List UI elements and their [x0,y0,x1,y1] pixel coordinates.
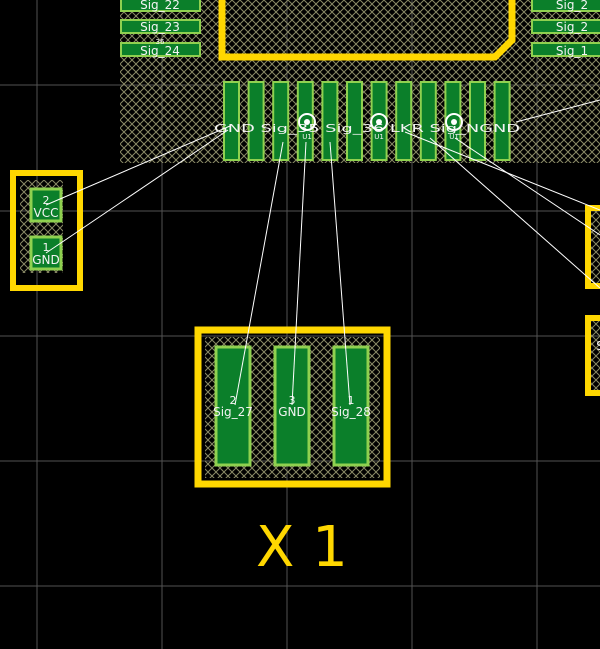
right-component-label: S [596,339,600,353]
ic-pad[interactable] [531,19,600,34]
ratsnest-line [515,99,600,123]
ic-pad-label: Sig_23 [140,20,180,34]
via-label: U1 [449,133,459,141]
ic-bottom-pad[interactable] [419,81,437,161]
connector-x1-refdes: X 1 [256,515,348,580]
ic-bottom-pads [223,81,511,161]
via-1[interactable]: U1 [298,113,316,141]
ratsnest-line [45,125,231,206]
right-component-outline [585,315,600,396]
pin-number: 2 [230,394,237,407]
pin-number: 2 [43,194,50,207]
ic-silkscreen-outline [218,0,516,61]
connector-2pin[interactable]: 2 VCC 1 GND [10,170,83,291]
ic-pad[interactable] [120,19,201,34]
ic-pad[interactable] [120,42,201,57]
ic-pad-label: Sig_1 [556,44,588,58]
via-3[interactable]: U1 [445,113,463,141]
ratsnest-line [234,141,284,406]
ratsnest-lines [45,99,600,406]
pin-label: GND [32,253,60,267]
ic-bottom-pad[interactable] [223,81,240,161]
via-ring [370,113,388,131]
connector-x1-outline [194,326,391,488]
pin-label: GND [278,405,306,419]
ratsnest-line [429,137,600,289]
connector-x1-pad-1[interactable] [332,345,370,467]
via-ring [298,113,316,131]
ic-footprint-u1[interactable]: Sig_22 Sig_23 36 Sig_24 Sig_2 Sig_2 Sig_… [120,0,600,163]
via-label: U1 [374,133,384,141]
ic-bottom-pad[interactable] [346,81,363,161]
ratsnest-line [291,141,307,406]
ic-bottom-pad[interactable] [395,81,413,161]
ic-bottom-pad[interactable] [247,81,265,161]
ic-bottom-pad[interactable] [321,81,339,161]
connector-x1-pad-3[interactable] [273,345,311,467]
ic-bottom-pad[interactable] [493,81,511,161]
ic-pad[interactable] [531,0,600,12]
via-hole [451,119,457,125]
right-edge-component-bottom[interactable]: S [585,315,600,396]
pin-label: Sig_28 [331,405,371,419]
ratsnest-line [329,141,351,406]
ratsnest-line [404,131,600,211]
via-hole [376,119,382,125]
via-2[interactable]: U1 [370,113,388,141]
pin-label: VCC [34,206,59,220]
pin-number: 1 [348,394,355,407]
connector-x1[interactable]: 2 Sig_27 3 GND 1 Sig_28 [194,326,391,488]
ratsnest-line [454,137,600,236]
pin-number: 1 [43,241,50,254]
ic-pad-label: Sig_2 [556,20,588,34]
via-hole [304,119,310,125]
ic-pad[interactable] [531,42,600,57]
ic-left-pads: Sig_22 Sig_23 36 Sig_24 [120,0,201,58]
pin-label: Sig_27 [213,405,253,419]
ic-pad-label: Sig_22 [140,0,180,12]
ic-bottom-pad[interactable] [272,81,290,161]
ic-bottom-pad[interactable] [469,81,486,161]
via-label: U1 [302,133,312,141]
ic-pad-label: Sig_24 [140,44,180,58]
via-ring [445,113,463,131]
right-edge-component-top[interactable] [585,205,600,289]
ic-right-pads: Sig_2 Sig_2 Sig_1 [531,0,600,58]
ic-pad[interactable] [120,0,201,12]
ic-pad-label: Sig_2 [556,0,588,12]
ic-bottom-pad-labels: GND Sig_35 Sig_36 LKR Sig_NGND [214,122,520,135]
ratsnest-line [45,129,229,254]
ic-pad-number: 36 [156,38,165,46]
connector-x1-pad-2[interactable] [214,345,252,467]
